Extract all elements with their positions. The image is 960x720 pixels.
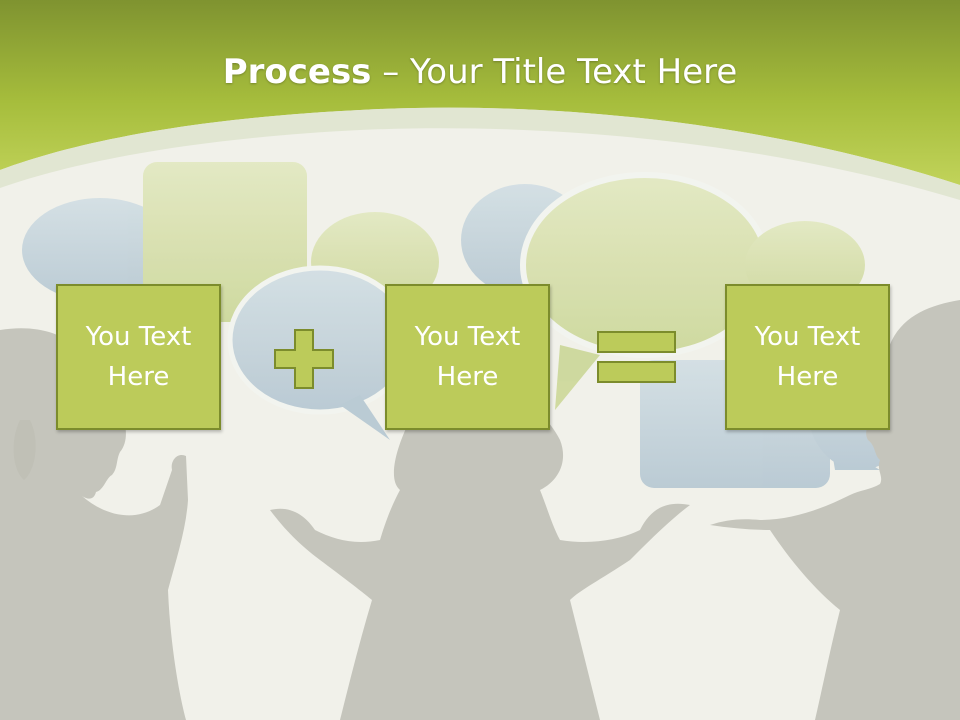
slide-title: Process – Your Title Text Here <box>0 52 960 92</box>
people-silhouettes <box>0 300 960 720</box>
title-bold: Process <box>222 52 372 92</box>
title-rest: – Your Title Text Here <box>371 52 738 92</box>
text-box-2[interactable]: You Text Here <box>385 284 550 430</box>
text-box-3-label: You Text Here <box>754 322 861 392</box>
plus-icon <box>274 329 334 389</box>
text-box-2-label: You Text Here <box>414 322 521 392</box>
text-box-1-label: You Text Here <box>85 322 192 392</box>
text-box-3[interactable]: You Text Here <box>725 284 890 430</box>
equals-icon <box>597 331 676 383</box>
text-box-1[interactable]: You Text Here <box>56 284 221 430</box>
